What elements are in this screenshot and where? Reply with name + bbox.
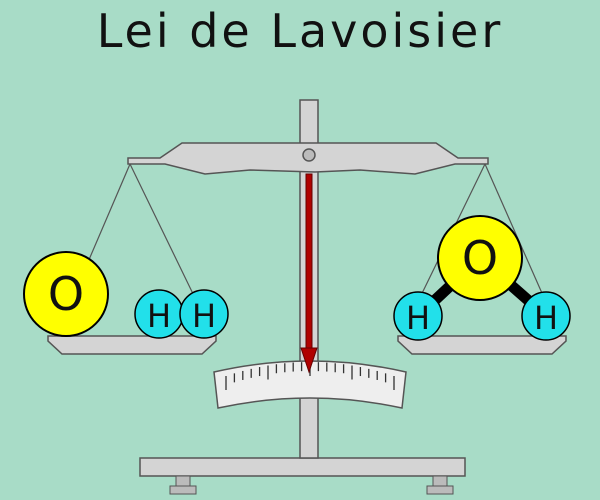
hydrogen-symbol: H [534, 299, 558, 337]
oxygen-atom: O [437, 215, 523, 301]
hydrogen-symbol: H [192, 297, 216, 335]
left-pan-atoms: O H H [23, 251, 229, 339]
hydrogen-atom: H [521, 291, 571, 341]
pivot-pin [302, 148, 316, 162]
scale-base [139, 457, 466, 495]
diagram-title: Lei de Lavoisier [96, 4, 504, 58]
left-foot-screw [169, 475, 197, 495]
water-molecule: O H H [393, 215, 571, 341]
right-pan [397, 335, 567, 355]
oxygen-atom: O [23, 251, 109, 337]
balance-pointer [300, 173, 318, 374]
hydrogen-atom: H [393, 291, 443, 341]
left-pan-hanger [87, 163, 197, 301]
hydrogen-symbol: H [406, 299, 430, 337]
hydrogen-symbol: H [147, 297, 171, 335]
oxygen-symbol: O [48, 267, 84, 321]
hydrogen-atom: H [179, 289, 229, 339]
dial-ticks [225, 362, 395, 390]
oxygen-symbol: O [462, 231, 498, 285]
left-pan [47, 335, 217, 355]
hydrogen-atom: H [134, 289, 184, 339]
right-foot-screw [426, 475, 454, 495]
scale-dial [213, 360, 407, 409]
